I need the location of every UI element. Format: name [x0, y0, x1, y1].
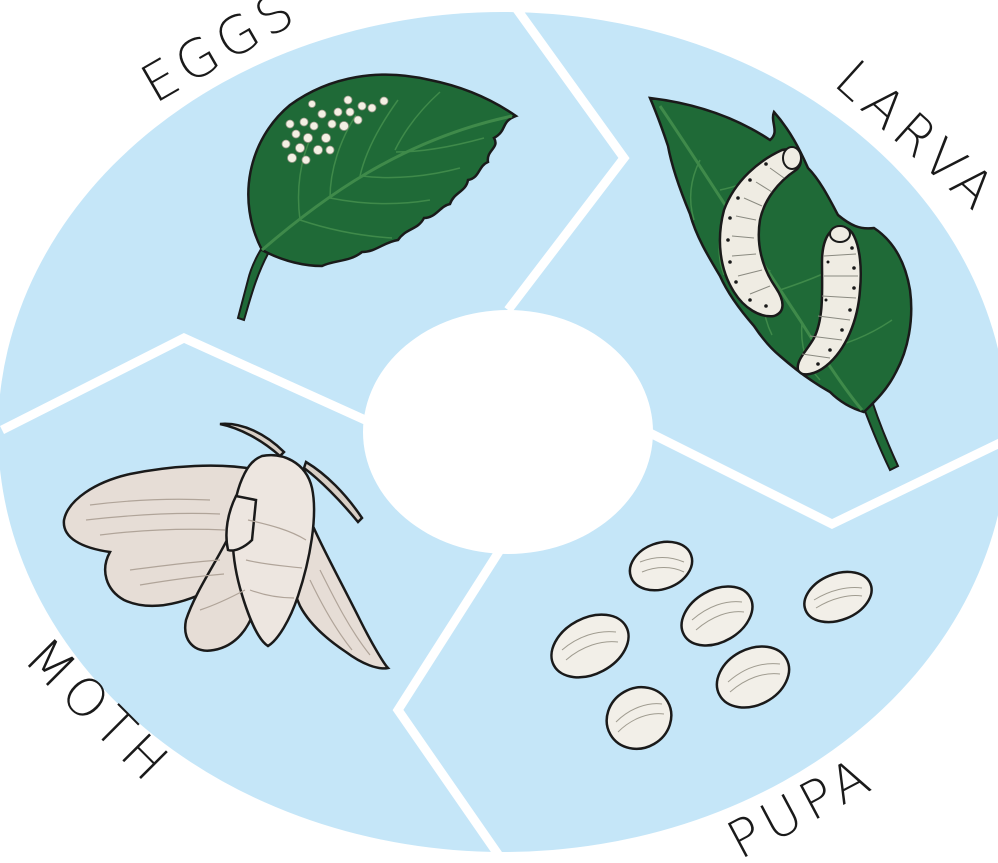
cycle-center — [363, 310, 653, 554]
